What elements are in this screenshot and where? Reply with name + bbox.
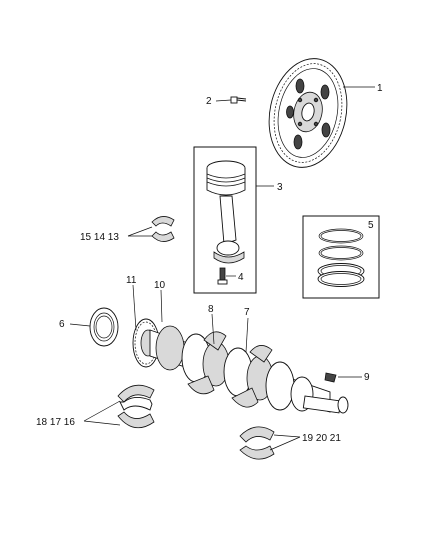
piston-rod-assembly [193, 146, 257, 294]
callout-5: 5 [368, 220, 374, 231]
callout-6: 6 [59, 319, 65, 330]
callout-3: 3 [277, 182, 283, 193]
callout-19-20-21: 19 20 21 [302, 433, 341, 444]
callout-2: 2 [206, 96, 212, 107]
main-bearing-halves [117, 384, 155, 429]
flexplate-bolt [230, 96, 247, 104]
callout-18-17-16: 18 17 16 [36, 417, 75, 428]
callout-4: 4 [238, 272, 244, 283]
crankshaft [149, 325, 349, 414]
rod-bearing-shells [151, 216, 175, 242]
leader-lines [69, 86, 375, 451]
callout-9: 9 [364, 372, 370, 383]
woodruff-key [324, 372, 337, 383]
flexplate [268, 58, 348, 168]
callout-15-14-13: 15 14 13 [80, 232, 119, 243]
callout-11: 11 [126, 275, 137, 286]
callout-8: 8 [208, 304, 214, 315]
thrust-bearing-halves [239, 426, 275, 460]
callout-10: 10 [154, 280, 166, 291]
callout-1: 1 [377, 83, 383, 94]
piston-rings-set [302, 215, 380, 299]
rear-main-seal [89, 307, 119, 347]
callout-7: 7 [244, 307, 250, 318]
callout-labels: 1 2 3 4 5 6 7 8 9 10 11 15 14 13 18 17 1… [36, 83, 383, 444]
